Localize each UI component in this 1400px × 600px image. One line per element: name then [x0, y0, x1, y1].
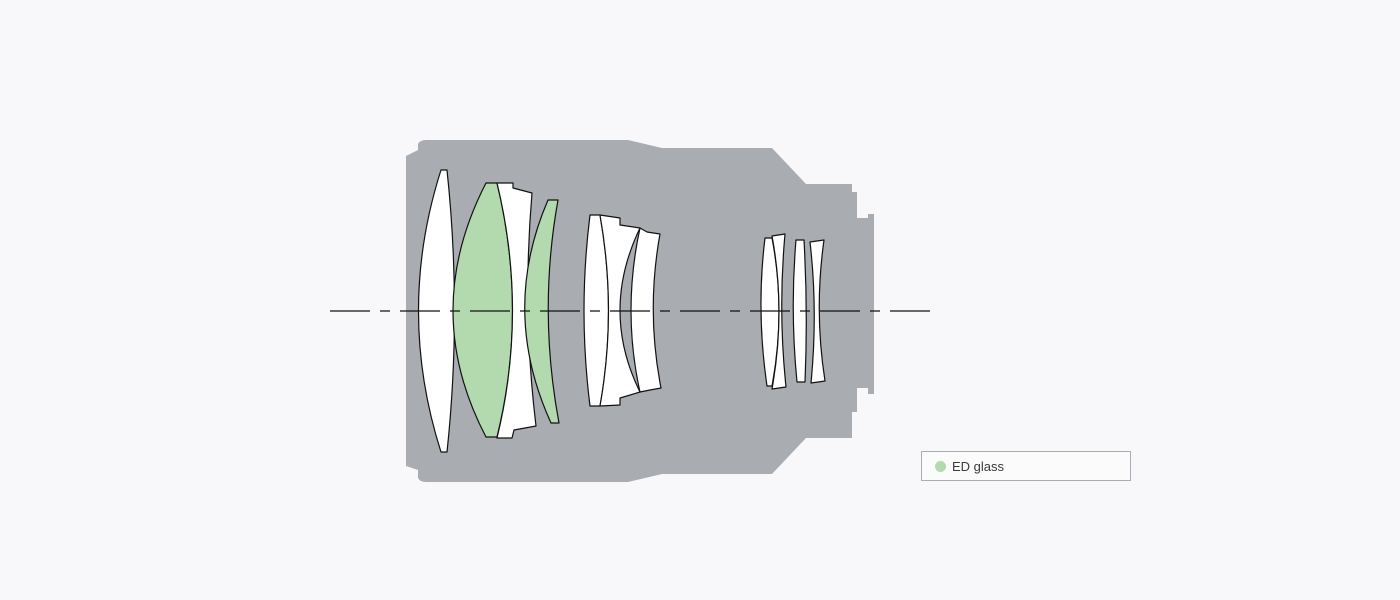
- lens-element-10: [792, 239, 807, 383]
- legend-label-ed-glass: ED glass: [952, 458, 1005, 474]
- legend: ED glass: [921, 451, 1131, 481]
- lens-element-11: [809, 239, 826, 384]
- lens-element-7: [630, 227, 662, 393]
- lens-element-3: [496, 182, 537, 439]
- circle-swatch-icon: [935, 460, 946, 472]
